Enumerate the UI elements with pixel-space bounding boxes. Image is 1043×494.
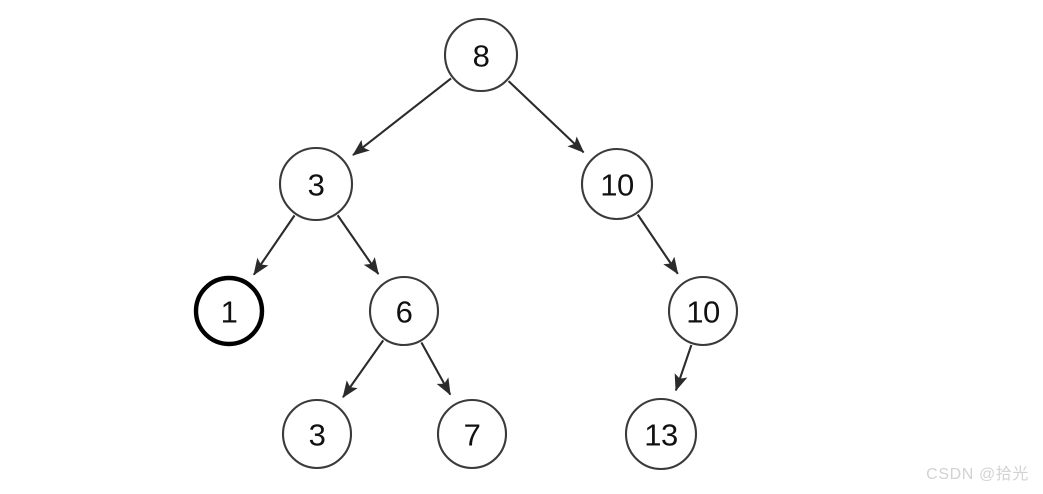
node-label-n13: 13 <box>644 418 677 453</box>
tree-edge-n8-to-n10a <box>507 80 585 154</box>
tree-edges <box>253 77 693 398</box>
tree-node-n1[interactable]: 1 <box>193 275 265 347</box>
tree-node-n6[interactable]: 6 <box>368 275 440 347</box>
node-circle-n10b <box>667 275 739 347</box>
tree-edge-n10b-to-n13 <box>674 344 693 392</box>
tree-node-n7[interactable]: 7 <box>436 398 508 470</box>
node-circle-n8 <box>443 17 519 93</box>
node-label-n3a: 3 <box>308 168 325 203</box>
tree-nodes: 8 3 10 1 6 10 3 7 13 <box>193 17 739 471</box>
tree-edge-n3a-to-n1 <box>253 214 296 276</box>
tree-edge-n3a-to-n6 <box>336 214 380 275</box>
node-circle-n3b <box>281 398 353 470</box>
tree-node-n10a[interactable]: 10 <box>580 147 654 221</box>
node-circle-n13 <box>624 397 698 471</box>
node-circle-n10a <box>580 147 654 221</box>
node-label-n7: 7 <box>464 418 481 453</box>
node-label-n3b: 3 <box>309 418 326 453</box>
tree-edge-n6-to-n7 <box>420 341 452 396</box>
watermark-label: CSDN @拾光 <box>926 466 1029 483</box>
node-label-n6: 6 <box>396 295 413 330</box>
node-circle-n3a <box>278 146 354 222</box>
tree-node-n10b[interactable]: 10 <box>667 275 739 347</box>
node-circle-n7 <box>436 398 508 470</box>
node-label-n10b: 10 <box>686 295 720 330</box>
node-label-n8: 8 <box>473 39 490 74</box>
node-label-n10a: 10 <box>600 168 634 203</box>
tree-node-n13[interactable]: 13 <box>624 397 698 471</box>
node-circle-n1 <box>193 275 265 347</box>
tree-edge-n8-to-n3a <box>352 77 452 156</box>
node-circle-n6 <box>368 275 440 347</box>
tree-edge-n6-to-n3b <box>342 339 385 398</box>
tree-node-n8[interactable]: 8 <box>443 17 519 93</box>
tree-edge-n10a-to-n10b <box>636 214 679 275</box>
tree-node-n3b[interactable]: 3 <box>281 398 353 470</box>
node-label-n1: 1 <box>221 295 238 330</box>
tree-node-n3a[interactable]: 3 <box>278 146 354 222</box>
